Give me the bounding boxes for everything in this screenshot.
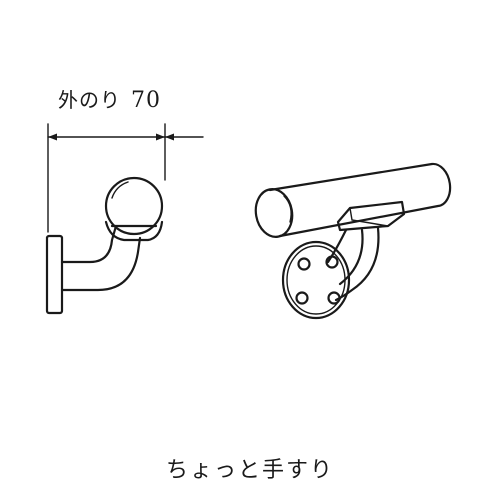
dimension-value: 70 (131, 88, 161, 113)
dimension-text: 外のり (58, 88, 121, 112)
outer-dimension-label: 外のり 70 (58, 84, 161, 113)
product-caption: ちょっと手すり (165, 458, 334, 483)
dimension-lines (47, 123, 204, 233)
perspective-view-bracket (254, 162, 452, 320)
side-view-bracket (45, 176, 164, 315)
